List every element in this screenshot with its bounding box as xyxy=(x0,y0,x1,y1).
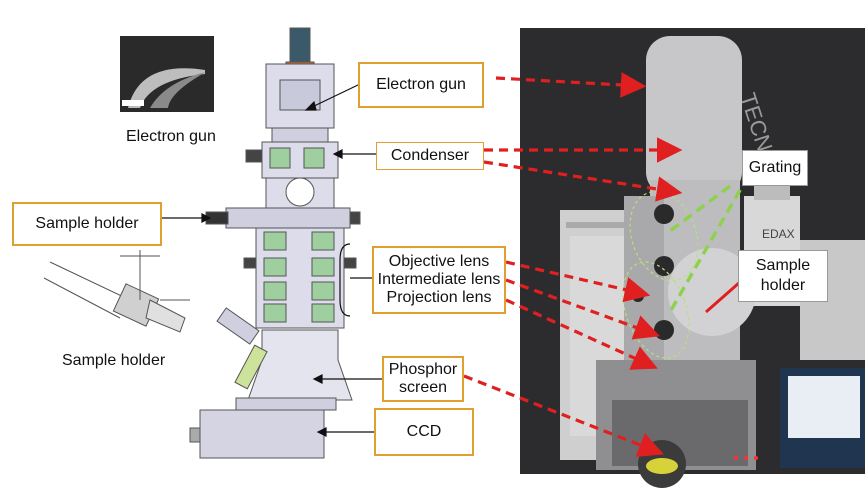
lens-label-box: Objective lens Intermediate lens Project… xyxy=(372,246,506,314)
leader-lines xyxy=(162,83,386,437)
arrow-intermediate xyxy=(505,278,661,340)
electron-gun-label: Electron gun xyxy=(376,76,466,94)
arrow-condenser-2 xyxy=(483,160,683,202)
sample-holder-photo-label-box: Sample holder xyxy=(738,250,828,302)
grating-outline xyxy=(622,190,699,359)
sample-holder-label: Sample holder xyxy=(35,215,139,233)
ccd-label: CCD xyxy=(406,423,442,441)
arrow-electron-gun xyxy=(495,72,647,98)
condenser-label: Condenser xyxy=(390,147,470,165)
phosphor-screen-label-line1: Phosphor xyxy=(388,360,458,378)
sample-holder-label-box: Sample holder xyxy=(12,202,162,246)
grating-label: Grating xyxy=(748,159,802,176)
intermediate-lens-label: Intermediate lens xyxy=(377,271,501,289)
condenser-label-box: Condenser xyxy=(376,142,484,170)
electron-gun-sem-image xyxy=(120,36,214,112)
grating-label-box: Grating xyxy=(742,150,808,186)
grating-pointer xyxy=(664,184,742,313)
arrow-objective xyxy=(505,260,651,303)
column-schematic xyxy=(189,27,361,459)
phosphor-screen-label-box: Phosphor screen xyxy=(382,356,464,402)
electron-gun-caption: Electron gun xyxy=(126,128,216,145)
projection-lens-label: Projection lens xyxy=(386,288,492,306)
sample-holder-pointer xyxy=(705,280,741,314)
phosphor-screen-label-line2: screen xyxy=(398,379,448,396)
ccd-label-box: CCD xyxy=(374,408,474,456)
objective-lens-label: Objective lens xyxy=(388,253,490,271)
arrow-projection xyxy=(505,298,658,370)
sample-holder-photo-label-line1: Sample xyxy=(755,257,811,274)
sample-holder-photo-label-line2: holder xyxy=(760,277,806,294)
electron-gun-label-box: Electron gun xyxy=(358,62,484,108)
sample-holder-sketch xyxy=(43,250,190,333)
arrow-phosphor xyxy=(463,374,664,457)
sample-holder-caption: Sample holder xyxy=(62,352,166,369)
edax-logo: EDAX xyxy=(762,227,795,241)
